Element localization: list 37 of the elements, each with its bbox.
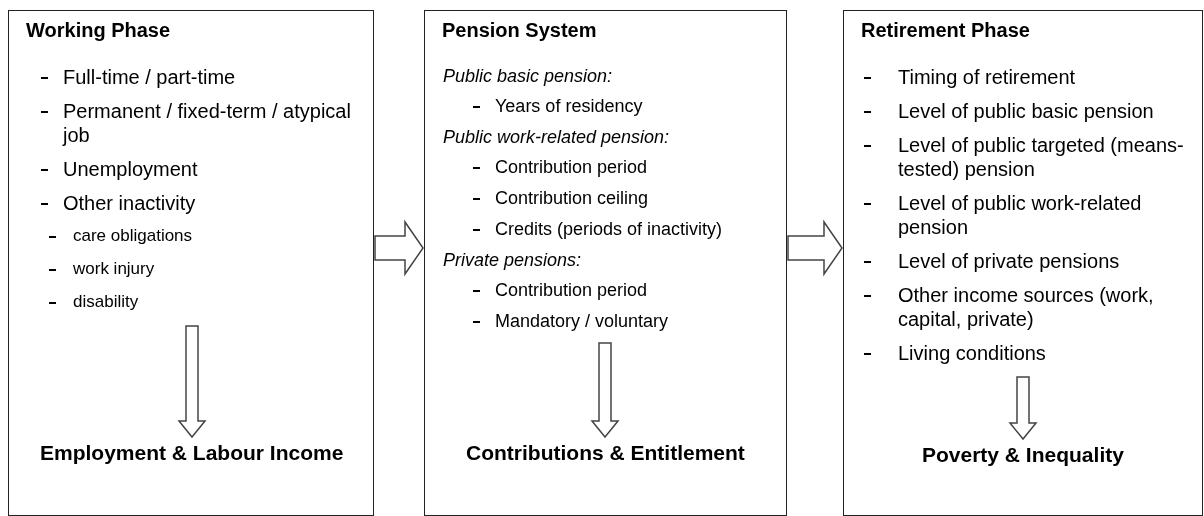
list-item: Contribution ceiling [495,187,649,209]
list-item: care obligations [73,225,193,246]
list-item: Mandatory / voluntary [495,310,669,332]
list-item: disability [73,291,139,312]
block-arrow [1008,376,1038,441]
result-label: Poverty & Inequality [922,443,1124,467]
result-label: Contributions & Entitlement [466,441,745,465]
section-heading: Public work-related pension: [443,126,670,148]
list-item: Timing of retirement [898,65,1076,89]
list-item: Years of residency [495,95,643,117]
panel-box [424,10,787,516]
list-item: Credits (periods of inactivity) [495,218,723,240]
list-item: Unemployment [63,157,198,181]
list-item: Other inactivity [63,191,196,215]
list-item: Permanent / fixed-term / atypical job [63,99,352,147]
list-item: work injury [73,258,155,279]
block-arrow [374,219,424,277]
list-item: Level of private pensions [898,249,1120,273]
section-heading: Private pensions: [443,249,582,271]
list-item: Contribution period [495,156,648,178]
list-item: Level of public targeted (means-tested) pension [898,133,1185,181]
block-arrow [590,342,620,439]
block-arrow [787,219,843,277]
panel-heading: Retirement Phase [861,19,1030,42]
list-item: Other income sources (work, capital, private) [898,283,1155,331]
panel-heading: Pension System [442,19,597,42]
list-item: Contribution period [495,279,648,301]
panel-box [843,10,1203,516]
panel-heading: Working Phase [26,19,171,42]
list-item: Living conditions [898,341,1046,365]
list-item: Level of public work-related pension [898,191,1143,239]
panel-box [8,10,374,516]
block-arrow [177,325,207,439]
list-item: Full-time / part-time [63,65,236,89]
section-heading: Public basic pension: [443,65,613,87]
list-item: Level of public basic pension [898,99,1154,123]
result-label: Employment & Labour Income [40,441,344,465]
